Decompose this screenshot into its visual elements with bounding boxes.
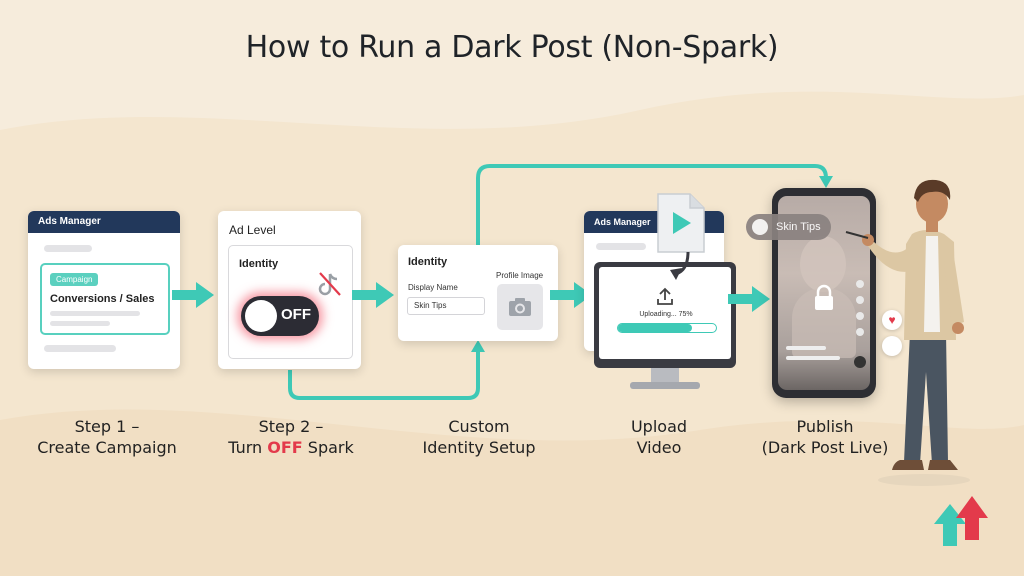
identity-header: Identity (408, 256, 448, 268)
camera-icon (752, 219, 768, 235)
step2-label: Step 2 – Turn OFF Spark (228, 417, 354, 457)
toggle-state: OFF (281, 306, 311, 323)
camera-icon (509, 298, 531, 316)
identity-panel: Identity OFF (228, 245, 353, 359)
flow-arrow (728, 286, 770, 312)
comment-icon (882, 336, 902, 356)
play-icon (673, 212, 691, 234)
toggle-knob (245, 300, 277, 332)
display-name-value: Skin Tips (414, 301, 447, 310)
campaign-box[interactable]: Campaign Conversions / Sales (40, 263, 170, 335)
brand-logo-icon (934, 496, 988, 546)
profile-image-label: Profile Image (496, 271, 544, 280)
flow-arrow (352, 282, 394, 308)
monitor: Uploading... 75% (594, 262, 736, 368)
step1-label: Step 1 – Create Campaign (37, 417, 177, 457)
upload-status: Uploading... 75% (639, 311, 693, 318)
upload-progress-bar (617, 323, 717, 333)
upload-icon (657, 287, 673, 305)
identity-chip: Skin Tips (746, 214, 831, 240)
lock-icon (815, 284, 833, 310)
step4-label: Upload Video (630, 417, 688, 457)
monitor-screen: Uploading... 75% (599, 267, 731, 359)
ad-level-header: Ad Level (229, 223, 276, 237)
step5-label: Publish (Dark Post Live) (761, 417, 889, 457)
flow-arrow-down (670, 252, 690, 280)
display-name-label: Display Name (408, 283, 458, 292)
campaign-objective: Conversions / Sales (50, 293, 155, 305)
heart-icon: ♥ (882, 310, 902, 330)
video-file-icon (657, 193, 705, 253)
identity-chip-label: Skin Tips (776, 221, 821, 233)
page-title: How to Run a Dark Post (Non-Spark) (245, 30, 779, 65)
display-name-field[interactable]: Skin Tips (407, 297, 485, 315)
step1-card: Ads Manager Campaign Conversions / Sales (28, 211, 180, 369)
presenter-illustration (845, 179, 970, 486)
step2-card: Ad Level Identity OFF (218, 211, 361, 369)
upload-progress-fill (618, 324, 692, 332)
flow-arrow (550, 282, 592, 308)
tiktok-crossed-icon (318, 272, 341, 296)
step3-label: Custom Identity Setup (422, 417, 536, 457)
step3-card: Identity Display Name Skin Tips Profile … (398, 245, 558, 341)
campaign-badge: Campaign (50, 273, 99, 286)
identity-label: Identity (239, 258, 279, 270)
profile-image-upload[interactable] (497, 284, 543, 330)
spark-toggle[interactable]: OFF (241, 296, 319, 336)
ads-manager-header: Ads Manager (28, 211, 180, 233)
monitor-stand (630, 382, 700, 389)
flow-arrow (172, 282, 214, 308)
monitor-neck (651, 368, 679, 384)
